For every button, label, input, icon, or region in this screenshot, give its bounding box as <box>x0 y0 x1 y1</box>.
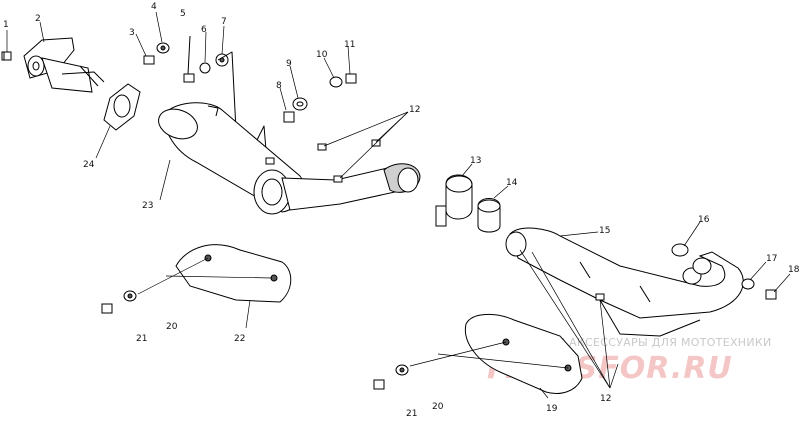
callout-21-lower: 21 <box>406 409 417 419</box>
part-8-spacer <box>283 111 295 123</box>
part-4-washer <box>156 42 170 54</box>
part-23-muffler <box>158 51 421 215</box>
callout-3: 3 <box>129 28 135 38</box>
part-16-gasket <box>671 243 689 257</box>
part-21-bolt-upper <box>101 303 113 314</box>
part-3-bolt <box>143 55 155 65</box>
callout-19: 19 <box>546 404 558 414</box>
callout-10: 10 <box>316 50 328 60</box>
part-9-grommet <box>292 97 308 111</box>
part-6-washer <box>199 62 211 74</box>
callout-12-lower: 12 <box>600 394 611 404</box>
part-24-gasket <box>103 83 141 131</box>
part-17-washer <box>741 278 755 290</box>
callout-16: 16 <box>698 215 710 225</box>
part-15-header-pipe <box>505 227 744 337</box>
callout-2: 2 <box>35 14 41 24</box>
callout-6: 6 <box>201 25 207 35</box>
callout-7: 7 <box>221 17 227 27</box>
callout-21-upper: 21 <box>136 334 147 344</box>
part-10-washer <box>329 76 343 88</box>
callout-24: 24 <box>83 160 95 170</box>
part-19-heatshield <box>464 314 583 394</box>
callout-22: 22 <box>234 334 245 344</box>
part-21-bolt-lower <box>373 379 385 390</box>
part-1-bolt <box>1 51 12 61</box>
callout-11: 11 <box>344 40 355 50</box>
callout-18: 18 <box>788 265 800 275</box>
callout-14: 14 <box>506 178 518 188</box>
callout-1: 1 <box>3 20 9 30</box>
callout-20-lower: 20 <box>432 402 444 412</box>
callout-12-upper: 12 <box>409 105 420 115</box>
part-18-nut <box>765 289 777 300</box>
part-11-nut <box>345 73 357 84</box>
callout-20-upper: 20 <box>166 322 178 332</box>
part-13-clamp <box>435 174 473 227</box>
callout-4: 4 <box>151 2 157 12</box>
part-20-washer-lower <box>395 364 409 376</box>
part-20-washer-upper <box>123 290 137 302</box>
callout-8: 8 <box>276 81 282 91</box>
callout-9: 9 <box>286 59 292 69</box>
callout-labels: 1 2 3 4 5 6 7 8 9 10 11 12 13 14 15 16 1… <box>3 2 800 419</box>
leader-lines <box>6 11 791 399</box>
part-14-seal <box>477 198 501 233</box>
callout-17: 17 <box>766 254 777 264</box>
part-22-heatshield <box>175 244 292 303</box>
part-5-bolt <box>183 35 195 83</box>
callout-15: 15 <box>599 226 610 236</box>
callout-23: 23 <box>142 201 153 211</box>
part-2-tailpipe <box>23 37 105 93</box>
callout-13: 13 <box>470 156 481 166</box>
callout-5: 5 <box>180 9 186 19</box>
